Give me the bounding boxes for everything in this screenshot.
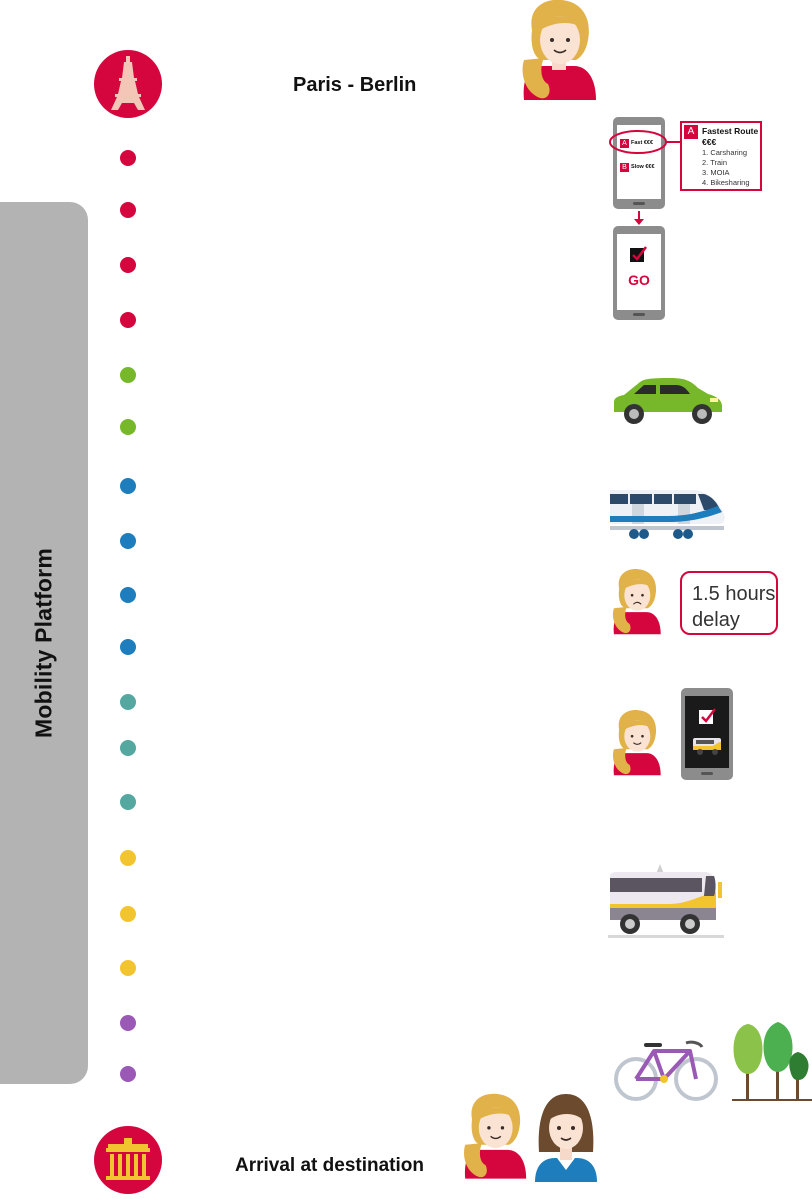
route-card-tag: A	[684, 125, 698, 139]
route-card-title: Fastest Route	[702, 126, 759, 136]
checkbox-icon	[630, 246, 647, 262]
bicycle-icon	[614, 1040, 718, 1101]
phone-screen	[685, 696, 729, 768]
mobility-platform-bar	[0, 202, 88, 1084]
route-steps-list: 1. Carsharing 2. Train 3. MOIA 4. Bikesh…	[702, 148, 750, 188]
timeline-dot	[120, 478, 136, 494]
bus-icon	[608, 864, 724, 938]
route-step: 2. Train	[702, 158, 728, 167]
eiffel-tower-icon	[111, 56, 145, 110]
woman-avatar-icon	[612, 569, 661, 635]
checkbox-icon	[699, 708, 716, 724]
friend-avatar-icon	[535, 1094, 597, 1182]
fastest-route-card: A Fastest Route €€€ 1. Carsharing 2. Tra…	[680, 121, 762, 191]
trees-icon	[732, 1022, 812, 1101]
route-step: 4. Bikesharing	[702, 178, 750, 187]
route-card-price: €€€	[702, 137, 717, 147]
arrow-down-icon	[634, 211, 644, 225]
timeline-dot	[120, 1015, 136, 1031]
home-button	[633, 202, 645, 205]
option-b-tag: B	[620, 163, 629, 172]
train-icon	[610, 490, 725, 539]
car-icon	[614, 378, 722, 424]
timeline-dot	[120, 587, 136, 603]
timeline-dot	[120, 150, 136, 166]
confirm-phone: GO	[613, 226, 665, 320]
timeline-dot	[120, 960, 136, 976]
arrival-title: Arrival at destination	[235, 1155, 424, 1176]
timeline-dot	[120, 257, 136, 273]
timeline-dot	[120, 740, 136, 756]
home-button	[701, 772, 713, 775]
option-a-label[interactable]: Fast €€€	[631, 140, 654, 146]
option-highlight	[609, 130, 680, 154]
bus-icon	[693, 738, 721, 755]
route-step: 3. MOIA	[702, 168, 730, 177]
route-step: 1. Carsharing	[702, 148, 748, 157]
timeline-dot	[120, 533, 136, 549]
option-b-label[interactable]: Slow €€€	[631, 164, 655, 170]
timeline-dot	[120, 367, 136, 383]
woman-avatar-icon	[464, 1093, 527, 1179]
phone-screen: GO	[617, 234, 661, 310]
timeline-dot	[120, 1066, 136, 1082]
timeline-dot	[120, 419, 136, 435]
timeline-dot	[120, 906, 136, 922]
brandenburg-gate-icon	[106, 1138, 150, 1180]
home-button	[633, 313, 645, 316]
timeline-dot	[120, 202, 136, 218]
start-city-badge	[94, 50, 162, 118]
route-title: Paris - Berlin	[293, 74, 417, 96]
timeline-dot	[120, 694, 136, 710]
timeline-dot	[120, 639, 136, 655]
mobility-platform-label: Mobility Platform	[30, 548, 57, 738]
phone-screen: A Fast €€€ B Slow €€€	[617, 125, 661, 199]
option-a-tag: A	[620, 139, 629, 148]
timeline-dot	[120, 794, 136, 810]
delay-line-2: delay	[692, 609, 740, 631]
woman-avatar-icon	[522, 0, 596, 100]
timeline-dot	[120, 312, 136, 328]
timeline-dot	[120, 850, 136, 866]
go-button[interactable]: GO	[628, 272, 650, 288]
rebooking-phone	[681, 688, 733, 780]
delay-line-1: 1.5 hours	[692, 583, 776, 605]
end-city-badge	[94, 1126, 162, 1194]
delay-notice: 1.5 hours delay	[680, 571, 778, 635]
woman-avatar-icon	[612, 710, 661, 776]
